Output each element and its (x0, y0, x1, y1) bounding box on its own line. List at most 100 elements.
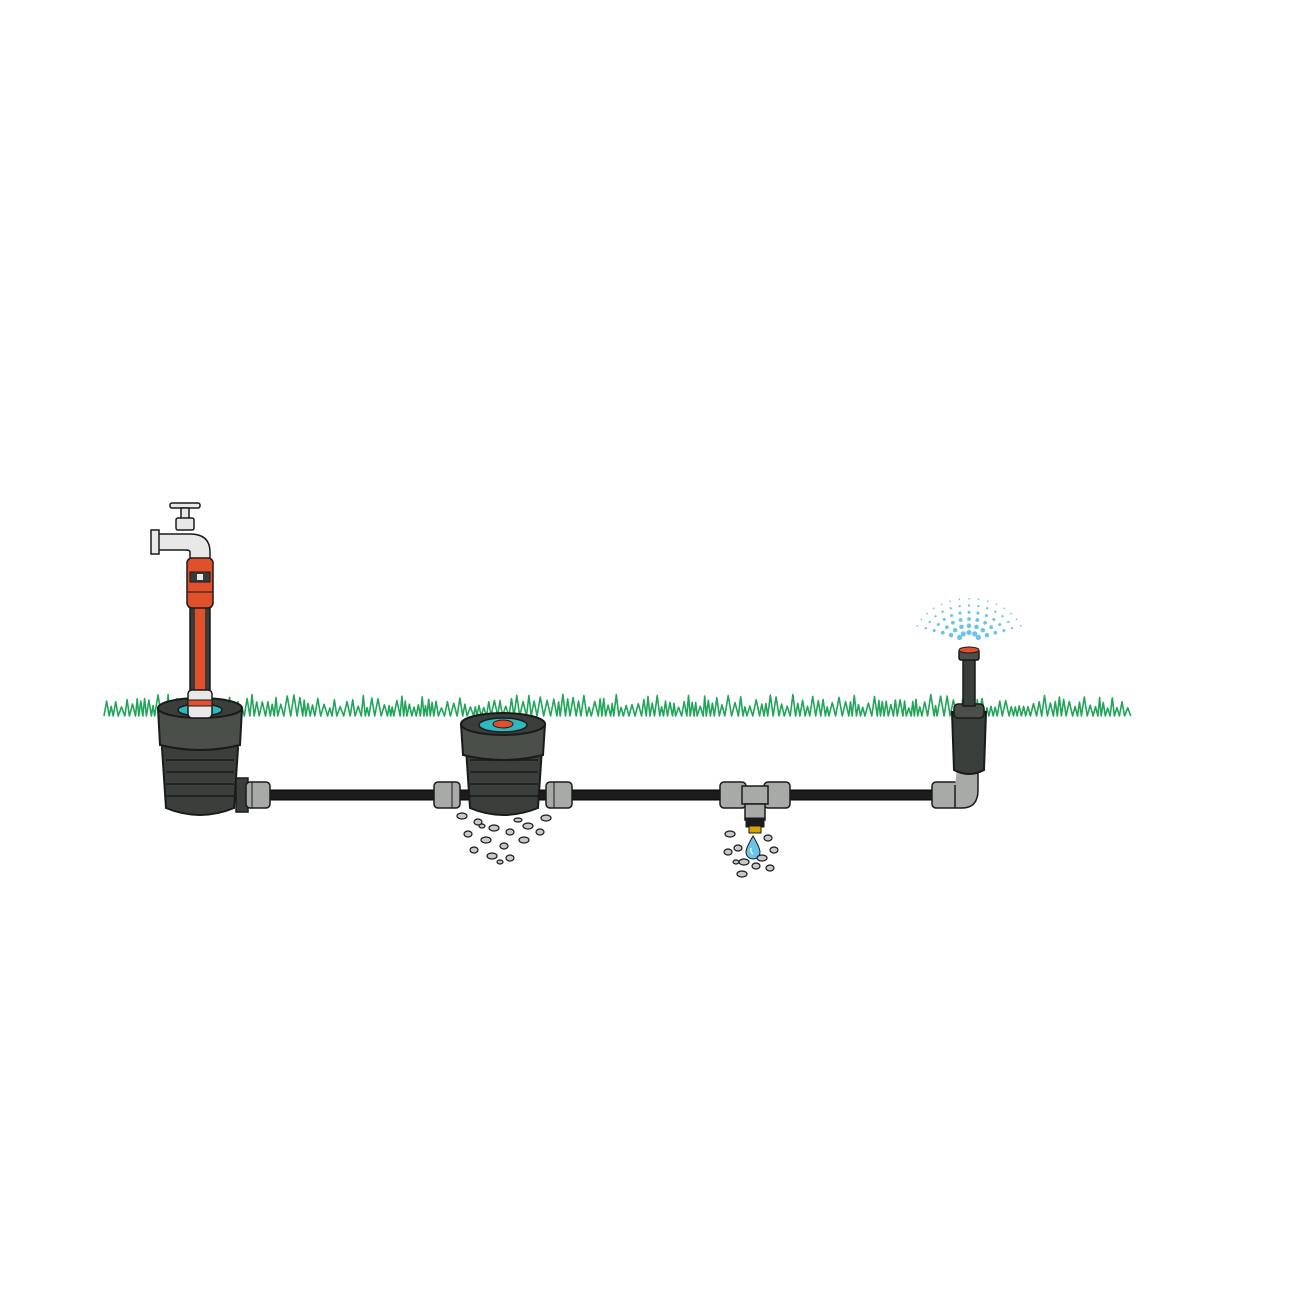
spray-droplet (950, 613, 954, 618)
water-spray (916, 597, 1022, 641)
spray-droplet (977, 605, 980, 608)
spray-droplet (949, 600, 952, 603)
drainage-valve (745, 817, 765, 834)
drainage-box-inlet-fitting (433, 781, 461, 809)
water-drop-icon (745, 835, 761, 860)
spray-droplet (977, 598, 980, 601)
gravel-stone (496, 859, 504, 865)
spray-droplet (934, 615, 937, 618)
spray-droplet (983, 620, 987, 625)
spray-droplet (1003, 607, 1006, 610)
spray-droplet (932, 628, 936, 633)
gravel-stone (473, 818, 483, 826)
spray-droplet (980, 627, 986, 633)
spray-droplet (920, 618, 923, 621)
spray-droplet (936, 622, 940, 627)
gravel-stone (480, 836, 492, 844)
spray-droplet (940, 603, 943, 606)
spray-droplet (928, 620, 931, 624)
gravel-stone (535, 828, 545, 836)
spray-droplet (1007, 620, 1010, 624)
spray-droplet (1019, 625, 1022, 627)
spray-droplet (960, 631, 966, 637)
spray-droplet (949, 607, 952, 610)
drainage-box (459, 712, 547, 816)
gravel-stone (724, 830, 736, 838)
spray-droplet (986, 607, 989, 610)
spray-droplet (993, 630, 998, 635)
spray-droplet (986, 600, 989, 603)
spray-droplet (967, 610, 971, 614)
pop-up-sprinkler (950, 646, 988, 775)
gravel-stone (488, 824, 500, 832)
gravel-stone (486, 852, 498, 860)
drainage-box-outlet-fitting (545, 781, 573, 809)
spray-droplet (944, 625, 949, 630)
gravel-stone (736, 870, 748, 878)
spray-droplet (952, 627, 958, 633)
gravel-stone (478, 823, 486, 829)
spray-droplet (957, 634, 963, 641)
tap-connector (186, 557, 214, 609)
gravel-stone (769, 846, 779, 854)
spray-droplet (941, 610, 944, 613)
spray-droplet (994, 610, 997, 613)
spray-droplet (966, 623, 972, 629)
gravel-stone (469, 846, 479, 854)
spray-droplet (995, 603, 998, 606)
gravel-stone (463, 830, 473, 838)
spray-droplet (916, 625, 919, 627)
spray-droplet (958, 605, 961, 608)
gravel-stone (733, 844, 743, 852)
gravel-stone (518, 836, 530, 844)
spray-droplet (948, 632, 954, 638)
spray-droplet (967, 604, 971, 607)
spray-droplet (924, 627, 927, 630)
spray-droplet (967, 617, 971, 621)
spray-droplet (958, 611, 962, 615)
gravel-stone (513, 817, 523, 823)
spray-droplet (989, 625, 994, 630)
box-outlet-fitting (245, 781, 271, 809)
gravel-bed-valve (723, 830, 779, 878)
spray-droplet (1011, 627, 1014, 630)
spray-droplet (951, 620, 955, 625)
spray-droplet (1001, 615, 1004, 618)
spray-droplet (932, 607, 935, 610)
spray-droplet (975, 618, 980, 622)
spray-droplet (972, 631, 978, 637)
spray-droplet (942, 617, 946, 621)
gravel-stone (756, 854, 768, 862)
gravel-stone (763, 834, 773, 842)
spray-droplet (992, 617, 996, 621)
gravel-stone (522, 822, 534, 830)
gravel-stone (505, 854, 515, 862)
spray-droplet (984, 632, 990, 638)
spray-droplet (940, 630, 945, 635)
gravel-stone (456, 812, 468, 820)
supply-pipe (261, 789, 943, 801)
spray-droplet (959, 624, 964, 630)
spray-droplet (975, 634, 982, 641)
spray-droplet (958, 618, 963, 622)
hose (187, 604, 213, 719)
spray-droplet (958, 598, 961, 601)
gravel-stone (540, 814, 552, 822)
gravel-stone (751, 862, 761, 870)
gravel-stone (738, 858, 750, 866)
spray-droplet (1002, 628, 1006, 633)
spray-droplet (968, 597, 970, 600)
spray-droplet (1015, 618, 1018, 621)
gravel-stone (732, 859, 740, 865)
gravel-stone (505, 828, 515, 836)
gravel-stone (499, 842, 509, 850)
gravel-bed (456, 812, 552, 865)
gravel-stone (765, 864, 775, 872)
t-piece-fitting (719, 781, 791, 821)
gravel-stone (723, 848, 733, 856)
spray-droplet (974, 624, 979, 630)
spray-droplet (926, 612, 928, 615)
spray-droplet (1010, 612, 1012, 615)
